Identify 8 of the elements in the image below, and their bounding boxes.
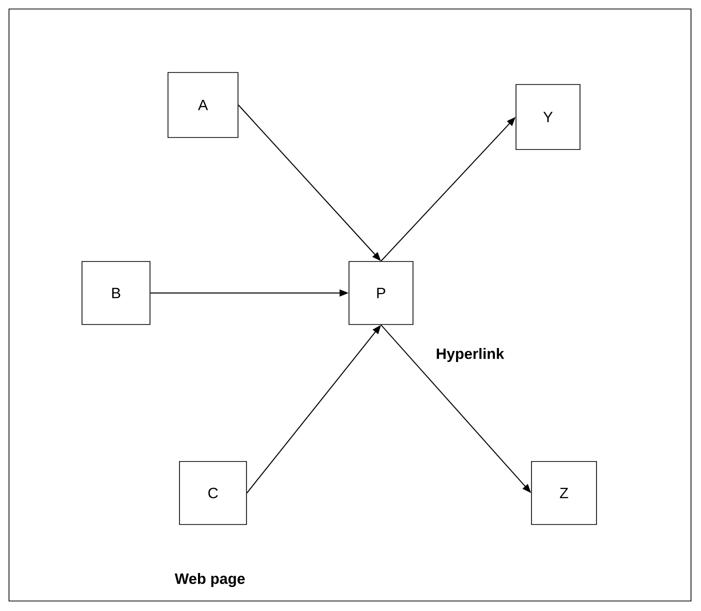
page-box: C bbox=[179, 461, 247, 525]
page-box: Y bbox=[516, 84, 580, 150]
page-box: A bbox=[168, 72, 238, 138]
caption-text: Web page bbox=[174, 572, 245, 588]
caption-text: Hyperlink bbox=[436, 348, 504, 362]
page-box: P bbox=[348, 261, 414, 325]
page-box: Z bbox=[531, 461, 597, 525]
page-box: B bbox=[82, 261, 150, 325]
